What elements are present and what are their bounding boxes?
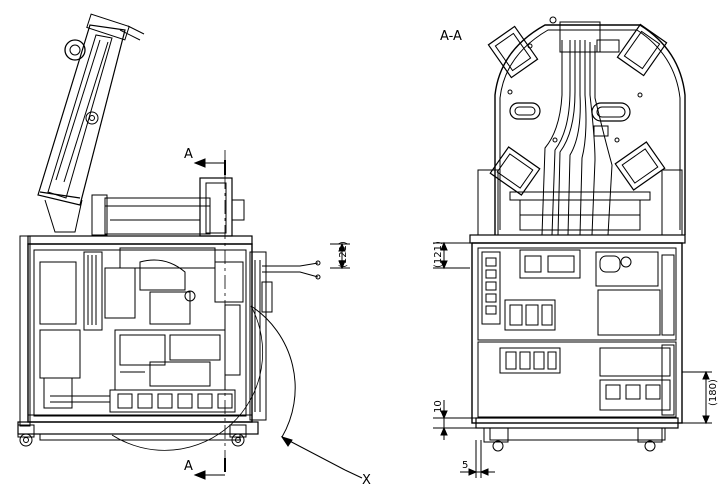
caster-wheel xyxy=(644,440,656,452)
section-line xyxy=(193,150,226,480)
right-upper-dimension-label: (121) xyxy=(433,241,444,268)
section-view-title: A-A xyxy=(440,29,462,44)
caster-wheel xyxy=(231,433,245,447)
arm-pulley xyxy=(64,39,86,61)
section-arrow-label-top: A xyxy=(184,147,193,162)
detail-circle xyxy=(111,305,363,479)
tilted-arm xyxy=(37,13,145,233)
oval-port xyxy=(591,102,631,122)
left-dimension-label: (121) xyxy=(338,241,349,268)
hose-bundle xyxy=(541,40,613,236)
right-cabinet xyxy=(469,234,686,424)
left-view xyxy=(17,13,363,480)
right-lower-dimension-label: (180) xyxy=(708,379,719,406)
left-dim-121 xyxy=(330,242,350,270)
right-base xyxy=(475,417,679,452)
left-enclosure xyxy=(19,235,321,427)
oval-port xyxy=(509,102,541,120)
detail-label: X xyxy=(362,473,371,488)
section-arrow-label-bottom: A xyxy=(184,459,193,474)
side-offset-dimension-label: 5 xyxy=(462,460,468,471)
right-view xyxy=(433,16,712,478)
dome-housing xyxy=(487,16,686,235)
base-gap-dimension-label: 10 xyxy=(433,400,444,413)
left-base xyxy=(17,421,259,447)
caster-wheel xyxy=(19,433,33,447)
right-dims xyxy=(433,241,712,478)
labels: A-A A A X (121) (121) (180) 10 5 xyxy=(184,29,719,488)
caster-wheel xyxy=(492,440,504,452)
upper-frame xyxy=(91,177,245,237)
